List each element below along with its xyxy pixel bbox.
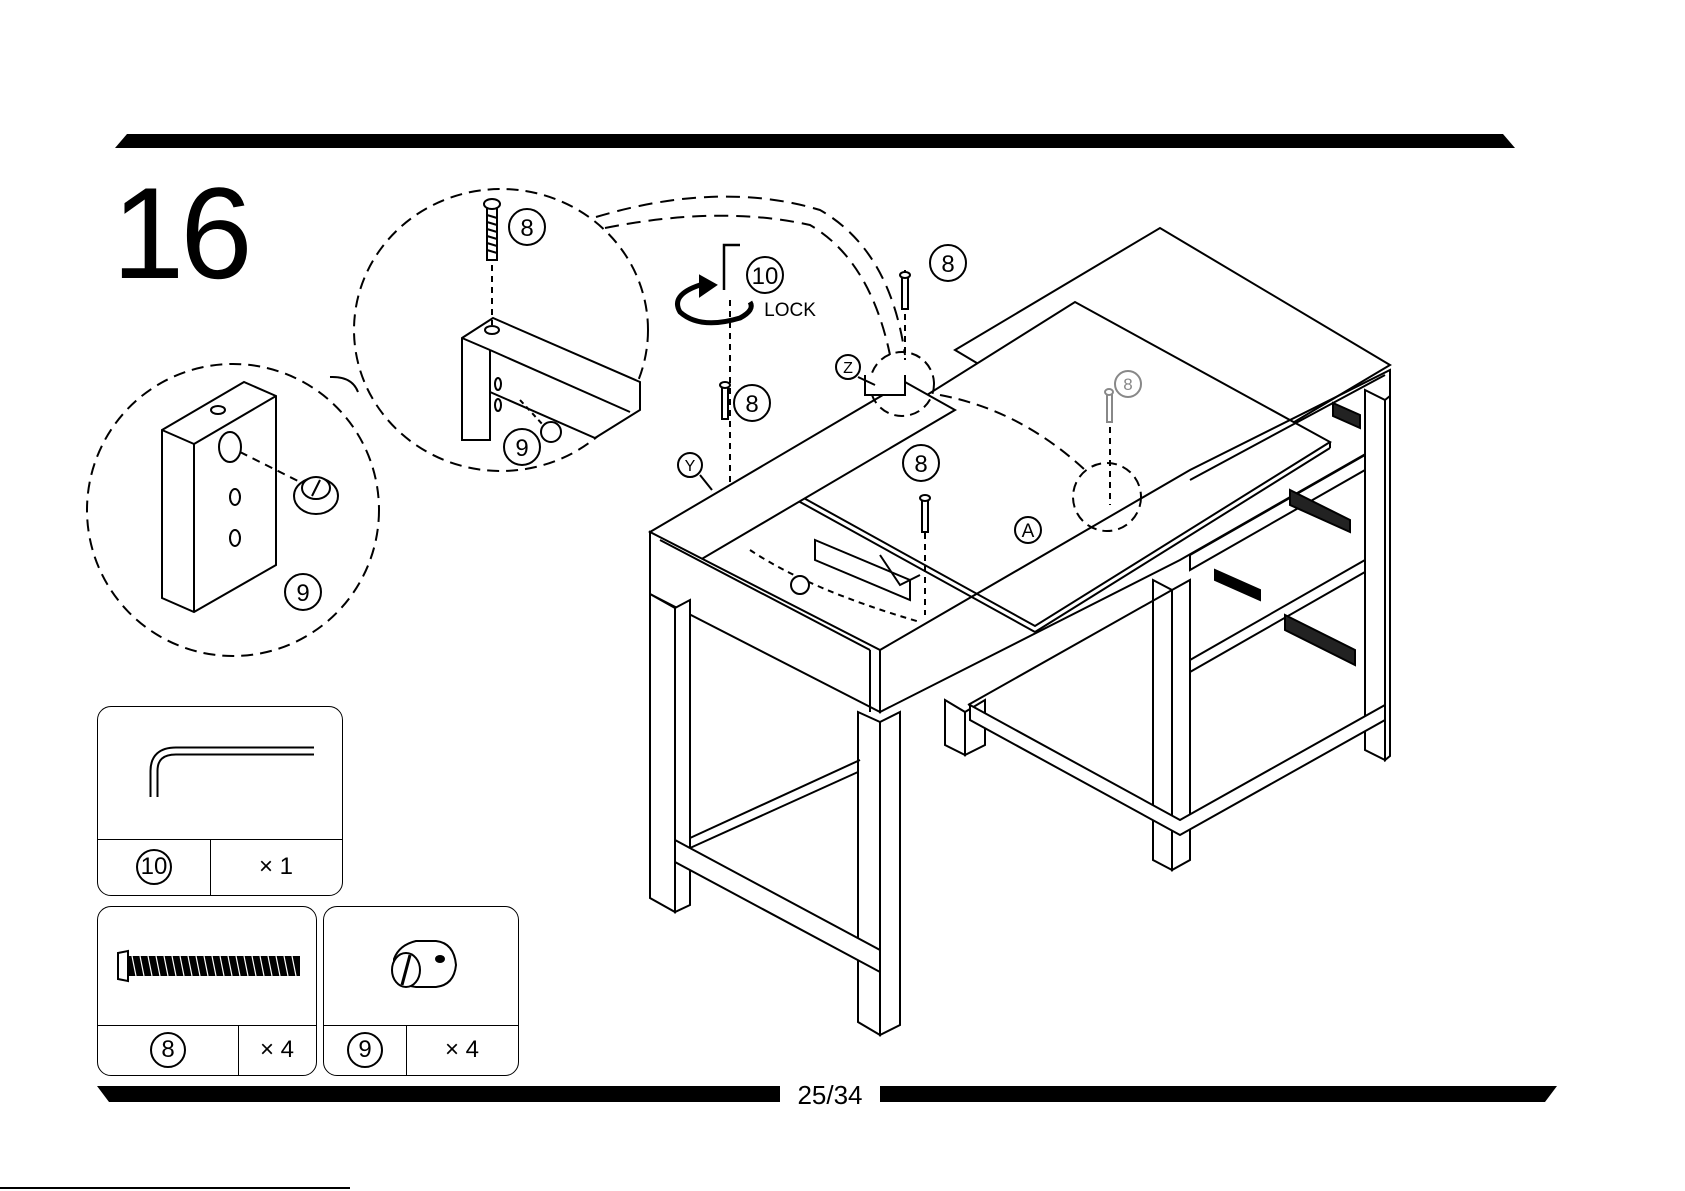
callout-part8-e: 8	[1123, 375, 1132, 394]
part-qty-9: × 4	[445, 1036, 479, 1064]
callout-part8-b: 8	[941, 251, 954, 278]
label-point-y: Y	[685, 458, 696, 475]
label-point-z: Z	[843, 360, 853, 377]
part-id-10: 10	[136, 849, 172, 885]
part-qty-10: × 1	[259, 853, 293, 881]
label-panel-a: A	[1022, 521, 1035, 542]
allen-key-icon	[98, 707, 344, 839]
part-qty-8: × 4	[260, 1036, 294, 1064]
part-id-9: 9	[347, 1032, 383, 1068]
part-box-9: 9 × 4	[323, 906, 519, 1076]
callout-part8-d: 8	[914, 451, 927, 478]
part-box-8: 8 × 4	[97, 906, 317, 1076]
callout-part10: 10	[752, 263, 779, 290]
part-id-8: 8	[150, 1032, 186, 1068]
callout-part8-c: 8	[745, 391, 758, 418]
cam-nut-icon	[324, 907, 520, 1025]
part-box-10: 10 × 1	[97, 706, 343, 896]
callout-part8-a: 8	[520, 215, 533, 242]
page-indicator: 25/34	[780, 1080, 880, 1110]
bolt-icon	[98, 907, 318, 1025]
callout-part9-b: 9	[296, 580, 309, 607]
divider	[0, 1187, 350, 1189]
lock-label: LOCK	[764, 300, 816, 321]
callout-part9-a: 9	[515, 435, 528, 462]
